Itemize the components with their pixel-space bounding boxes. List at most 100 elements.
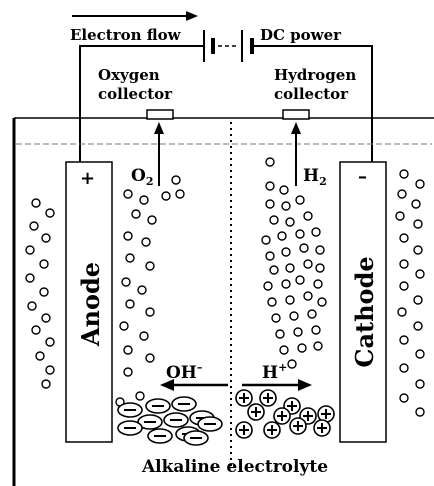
gas-bubble xyxy=(285,263,295,273)
gas-bubble xyxy=(315,245,325,255)
circuit-wires xyxy=(79,45,373,163)
gas-bubble xyxy=(31,325,41,335)
gas-bubble xyxy=(137,285,147,295)
oxygen-collector xyxy=(146,109,174,120)
gas-bubble xyxy=(41,233,51,243)
anode-wire xyxy=(79,45,204,163)
dc-power-label: DC power xyxy=(260,26,342,44)
gas-bubble xyxy=(263,281,273,291)
gas-bubble xyxy=(265,251,275,261)
gas-bubble xyxy=(415,179,425,189)
gas-bubble xyxy=(141,237,151,247)
gas-bubble xyxy=(281,201,291,211)
gas-bubble xyxy=(35,351,45,361)
gas-bubble xyxy=(267,297,277,307)
gas-bubble xyxy=(145,261,155,271)
o2-label: O2 xyxy=(131,166,153,188)
gas-bubble xyxy=(123,345,133,355)
gas-bubble xyxy=(413,219,423,229)
o2-up-arrow xyxy=(154,122,164,186)
anode-electrode xyxy=(65,161,113,443)
gas-bubble xyxy=(139,331,149,341)
gas-bubble xyxy=(413,245,423,255)
gas-bubble xyxy=(261,235,271,245)
gas-bubble xyxy=(397,189,407,199)
gas-bubble xyxy=(281,279,291,289)
gas-bubble xyxy=(269,265,279,275)
hydrogen-collector xyxy=(282,109,310,120)
anode-sign: + xyxy=(80,168,95,189)
gas-bubble xyxy=(413,295,423,305)
h2-label: H2 xyxy=(303,166,327,188)
gas-bubble xyxy=(39,259,49,269)
gas-bubbles xyxy=(25,157,425,417)
oxygen-collector-label-line2: collector xyxy=(98,85,173,103)
gas-bubble xyxy=(279,345,289,355)
cathode-label: Cathode xyxy=(350,256,379,367)
gas-bubble xyxy=(121,277,131,287)
gas-bubble xyxy=(299,243,309,253)
gas-bubble xyxy=(415,407,425,417)
gas-bubble xyxy=(303,291,313,301)
gas-bubble xyxy=(45,208,55,218)
gas-bubble xyxy=(27,301,37,311)
gas-bubble xyxy=(161,191,171,201)
gas-bubble xyxy=(145,307,155,317)
gas-bubble xyxy=(45,337,55,347)
gas-bubble xyxy=(413,321,423,331)
gas-bubble xyxy=(315,263,325,273)
gas-bubble xyxy=(265,199,275,209)
electrolyte-label: Alkaline electrolyte xyxy=(141,457,328,477)
cathode-electrode xyxy=(339,161,387,443)
electron-flow-arrow xyxy=(72,11,198,21)
gas-bubble xyxy=(175,189,185,199)
gas-bubble xyxy=(147,215,157,225)
gas-bubble xyxy=(125,253,135,263)
gas-bubble xyxy=(303,259,313,269)
gas-bubble xyxy=(31,198,41,208)
gas-bubble xyxy=(119,321,129,331)
gas-bubble xyxy=(265,181,275,191)
gas-bubble xyxy=(39,287,49,297)
gas-bubble xyxy=(25,273,35,283)
oh-ion-label: OH– xyxy=(166,361,202,383)
gas-bubble xyxy=(271,313,281,323)
gas-bubble xyxy=(265,157,275,167)
gas-bubble xyxy=(307,309,317,319)
gas-bubble xyxy=(139,195,149,205)
gas-bubble xyxy=(399,393,409,403)
anode-label: Anode xyxy=(76,262,105,347)
gas-bubble xyxy=(131,209,141,219)
gas-bubble xyxy=(285,295,295,305)
oh-ion-arrow xyxy=(160,379,228,391)
cathode-wire xyxy=(252,45,373,163)
cathode-sign: – xyxy=(358,166,367,187)
gas-bubble xyxy=(399,169,409,179)
gas-bubble xyxy=(135,391,145,401)
h-ion-arrow xyxy=(242,379,312,391)
gas-bubble xyxy=(295,229,305,239)
gas-bubble xyxy=(145,353,155,363)
gas-bubble xyxy=(295,195,305,205)
hydrogen-collector-label-line2: collector xyxy=(274,85,349,103)
gas-bubble xyxy=(293,327,303,337)
gas-bubble xyxy=(29,221,39,231)
gas-bubble xyxy=(317,297,327,307)
gas-bubble xyxy=(313,279,323,289)
gas-bubble xyxy=(399,281,409,291)
gas-bubble xyxy=(125,299,135,309)
electrolyte-tank xyxy=(12,117,434,486)
gas-bubble xyxy=(41,379,51,389)
gas-bubble xyxy=(277,231,287,241)
oxygen-collector-label-line1: Oxygen xyxy=(98,66,160,84)
gas-bubble xyxy=(313,341,323,351)
gas-bubble xyxy=(311,227,321,237)
gas-bubble xyxy=(171,175,181,185)
gas-bubble xyxy=(415,269,425,279)
gas-bubble xyxy=(275,329,285,339)
gas-bubble xyxy=(25,245,35,255)
hydroxide-ions xyxy=(117,396,223,446)
gas-bubble xyxy=(295,275,305,285)
h-ion-label: H+ xyxy=(262,361,287,383)
